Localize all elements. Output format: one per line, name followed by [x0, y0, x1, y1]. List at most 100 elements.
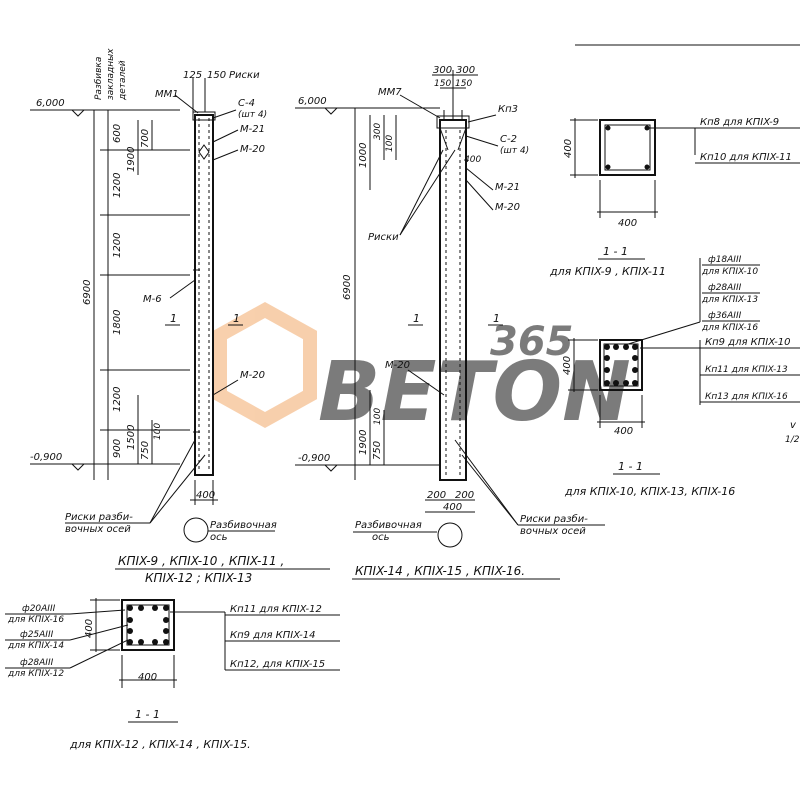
- left-axis-label-2: ось: [210, 532, 228, 543]
- left-c4-qty: (шт 4): [238, 110, 267, 120]
- section-c-dim-side: 400: [84, 619, 95, 638]
- watermark-hex-logo: [213, 301, 317, 429]
- section-b-dim-side: 400: [562, 356, 573, 375]
- left-inner-750: 750: [140, 441, 151, 460]
- right-inner-100: 100: [385, 135, 395, 152]
- right-m20-lower-label: М-20: [385, 360, 410, 371]
- section-b-dim-bottom: 400: [614, 426, 633, 437]
- left-riski-label: Риски: [229, 70, 260, 81]
- left-caption-2: КПIX-12 ; КПIX-13: [145, 571, 252, 585]
- right-caption: КПIX-14 , КПIX-15 , КПIX-16.: [355, 564, 525, 578]
- left-inner-1900: 1900: [126, 147, 137, 172]
- section-c-bar-2: ф25АIII: [20, 630, 54, 640]
- section-c-bars: [127, 605, 169, 645]
- watermark-sub: 365: [490, 319, 574, 365]
- right-top-dim-2: 300: [456, 65, 475, 76]
- section-b-caption: для КПIX-10, КПIX-13, КПIX-16: [564, 485, 735, 498]
- right-bottom-dim-2: 200: [455, 490, 474, 501]
- left-axis-label-1: Разбивочная: [210, 519, 277, 531]
- edge-mark-v: v: [790, 420, 797, 431]
- left-side-label-2: закладных: [106, 48, 116, 100]
- left-side-label-1: Разбивка: [94, 57, 104, 100]
- section-b-title: 1 - 1: [618, 460, 643, 473]
- section-b-bar-3-note: для КПIX-16: [701, 323, 758, 333]
- watermark-brand: BETON: [318, 345, 631, 440]
- right-riski-label: Риски: [368, 232, 399, 243]
- section-b-square: [599, 339, 643, 391]
- left-column-body: [194, 114, 214, 476]
- section-c-callout-2: Кп9 для КПIX-14: [230, 630, 316, 641]
- left-c4-label: С-4: [238, 98, 255, 109]
- section-c-bar-3: ф28АIII: [20, 658, 54, 668]
- section-b-bars: [604, 344, 638, 386]
- left-inner-100: 100: [153, 423, 163, 440]
- left-total-height: 6900: [82, 280, 93, 305]
- left-section-mark-a: 1: [170, 312, 177, 325]
- left-axis-circle: [183, 517, 209, 543]
- right-inner-750: 750: [372, 441, 383, 460]
- left-seg-6: 900: [112, 439, 123, 458]
- right-axis-label-2: ось: [372, 532, 390, 543]
- section-a-callout-1: Кп8 для КПIX-9: [700, 117, 779, 128]
- section-c-square: [121, 599, 175, 651]
- right-axis-circle: [437, 522, 463, 548]
- section-c-bar-3-note: для КПIX-12: [7, 669, 64, 679]
- left-bottom-label-2: вочных осей: [65, 524, 131, 535]
- section-a: 400 400 Кп8 для КПIX-9 Кп10 для КПIX-11 …: [549, 44, 800, 278]
- section-b-callout-2: Кп11 для КПIX-13: [705, 365, 788, 375]
- section-c-caption: для КПIX-12 , КПIX-14 , КПIX-15.: [69, 738, 251, 751]
- left-seg-4: 1800: [112, 310, 123, 335]
- section-c-title: 1 - 1: [135, 708, 160, 721]
- column-left: 6,000 -0,900 6900 600 1200 1200 1800 120…: [30, 48, 330, 585]
- right-inner-400: 400: [464, 155, 481, 165]
- right-bottom-label-1: Риски разби-: [520, 513, 588, 525]
- section-c-bar-2-note: для КПIX-14: [7, 641, 64, 651]
- right-bottom-dim-1: 200: [427, 490, 446, 501]
- right-c2-label: С-2: [500, 134, 517, 145]
- right-kp3-label: Кп3: [498, 104, 518, 115]
- left-top-dim-150: 150: [207, 70, 226, 81]
- right-inner-300: 300: [373, 123, 383, 140]
- left-level-bottom: -0,900: [30, 452, 62, 463]
- section-c-dim-bottom: 400: [138, 672, 157, 683]
- section-a-title: 1 - 1: [603, 245, 628, 258]
- left-seg-5: 1200: [112, 387, 123, 412]
- section-a-caption: для КПIX-9 , КПIX-11: [549, 265, 666, 278]
- right-m21-label: М-21: [495, 182, 520, 193]
- section-b-bar-1-note: для КПIX-10: [701, 267, 758, 277]
- column-right: 6,000 -0,900 6900 1000 300 100 400 1900 …: [295, 65, 605, 580]
- right-top-dim-1: 300: [433, 65, 452, 76]
- left-m6-label: М-6: [143, 294, 162, 305]
- section-b-bar-3: ф36АIII: [708, 311, 742, 321]
- left-bottom-label-1: Риски разби-: [65, 511, 133, 523]
- left-m20-lower-label: М-20: [240, 370, 265, 381]
- section-c-callout-3: Кп12, для КПIX-15: [230, 659, 325, 670]
- right-width-dim: 400: [443, 502, 462, 513]
- section-a-callout-2: Кп10 для КПIX-11: [700, 152, 792, 163]
- left-m20-label: М-20: [240, 144, 265, 155]
- section-c-bar-1: ф20АIII: [22, 604, 56, 614]
- left-seg-2: 1200: [112, 173, 123, 198]
- left-seg-3: 1200: [112, 233, 123, 258]
- right-bottom-label-2: вочных осей: [520, 526, 586, 537]
- right-mm-label: ММ7: [378, 87, 402, 98]
- section-b: 400 400 ф18АIII для КПIX-10 ф28АIII для …: [562, 255, 800, 498]
- left-mm-label: ММ1: [155, 89, 179, 100]
- section-c-bar-1-note: для КПIX-16: [7, 615, 64, 625]
- left-level-top: 6,000: [36, 98, 65, 109]
- right-level-bottom: -0,900: [298, 453, 330, 464]
- section-a-dim-bottom: 400: [618, 218, 637, 229]
- right-inner-1000: 1000: [358, 143, 369, 168]
- left-section-mark-b: 1: [233, 312, 240, 325]
- right-m20-label: М-20: [495, 202, 520, 213]
- right-section-mark-a: 1: [413, 312, 420, 325]
- left-width-dim: 400: [196, 490, 215, 501]
- right-level-top: 6,000: [298, 96, 327, 107]
- section-b-bar-2-note: для КПIX-13: [701, 295, 758, 305]
- section-c-callout-1: Кп11 для КПIX-12: [230, 604, 322, 615]
- right-section-mark-b: 1: [493, 312, 500, 325]
- left-top-dim-125: 125: [183, 70, 202, 81]
- section-a-dim-side: 400: [563, 139, 574, 158]
